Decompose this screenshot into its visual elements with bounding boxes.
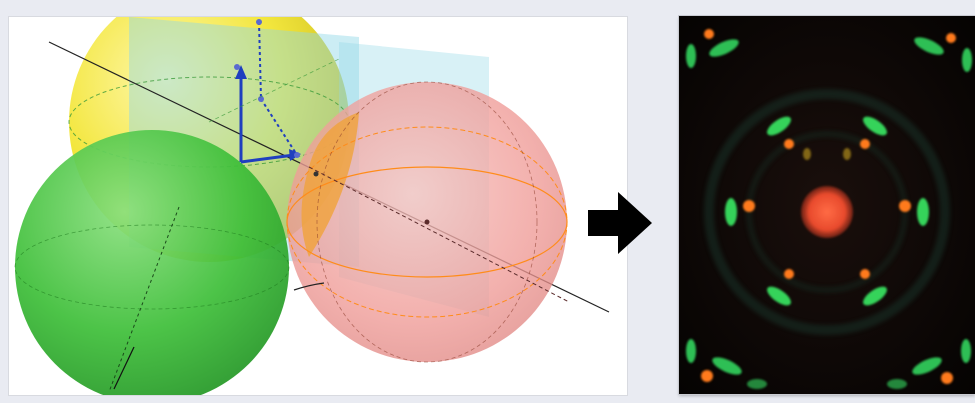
green-sphere (15, 130, 289, 395)
point-marker-icon (313, 171, 319, 177)
point-marker-icon (256, 19, 262, 25)
reflection-pattern-panel (679, 16, 975, 394)
pink-meridian-orange (286, 126, 568, 318)
orange-reflection (899, 200, 911, 212)
green-reflection (767, 286, 791, 306)
green-axis-solid (113, 346, 135, 390)
green-reflection (962, 48, 972, 72)
sphere-model-svg (14, 17, 610, 395)
right-arrow-icon (588, 192, 652, 254)
axis-continuation (293, 282, 325, 291)
transition-arrow (582, 186, 656, 260)
orange-reflection (941, 372, 953, 384)
orange-reflection (860, 139, 870, 149)
green-reflection (725, 198, 737, 226)
green-equator (14, 224, 290, 310)
vector-arrowhead-up-icon (235, 65, 247, 79)
center-spot (801, 186, 853, 238)
orange-reflection (704, 29, 714, 39)
pink-center-point-icon (424, 219, 430, 225)
green-reflection (686, 339, 696, 363)
point-marker-icon (234, 64, 240, 70)
corner-reflections (686, 29, 972, 389)
green-reflection (887, 379, 907, 389)
green-reflection (914, 37, 944, 55)
green-reflection (961, 339, 971, 363)
pink-meridian-dark (316, 81, 538, 363)
reflection-pattern-svg (679, 16, 975, 394)
overlap-region (301, 112, 359, 257)
green-dashed-axis (108, 206, 180, 393)
green-reflection (686, 44, 696, 68)
orange-reflection (784, 139, 794, 149)
orange-reflection (743, 200, 755, 212)
point-marker-icon (294, 152, 300, 158)
green-reflection (767, 116, 791, 136)
orange-reflection (860, 269, 870, 279)
orange-reflection (784, 269, 794, 279)
green-reflection (709, 39, 739, 57)
orange-reflection (946, 33, 956, 43)
yellow-dashed-axis (208, 58, 340, 123)
green-reflection (747, 379, 767, 389)
dotted-vertical-guide (258, 21, 262, 100)
green-reflection (912, 357, 942, 375)
green-reflection (863, 286, 887, 306)
yellow-glint (803, 148, 811, 160)
orange-reflection (701, 370, 713, 382)
sphere-model-panel (8, 16, 628, 396)
green-reflection (712, 357, 742, 375)
dotted-diagonal-guide (260, 98, 298, 156)
outer-ring (704, 89, 950, 335)
vector-horizontal-icon (240, 153, 295, 164)
green-reflection (863, 116, 887, 136)
reflection-ring (725, 116, 929, 306)
yellow-glint (843, 148, 851, 160)
green-reflection (917, 198, 929, 226)
